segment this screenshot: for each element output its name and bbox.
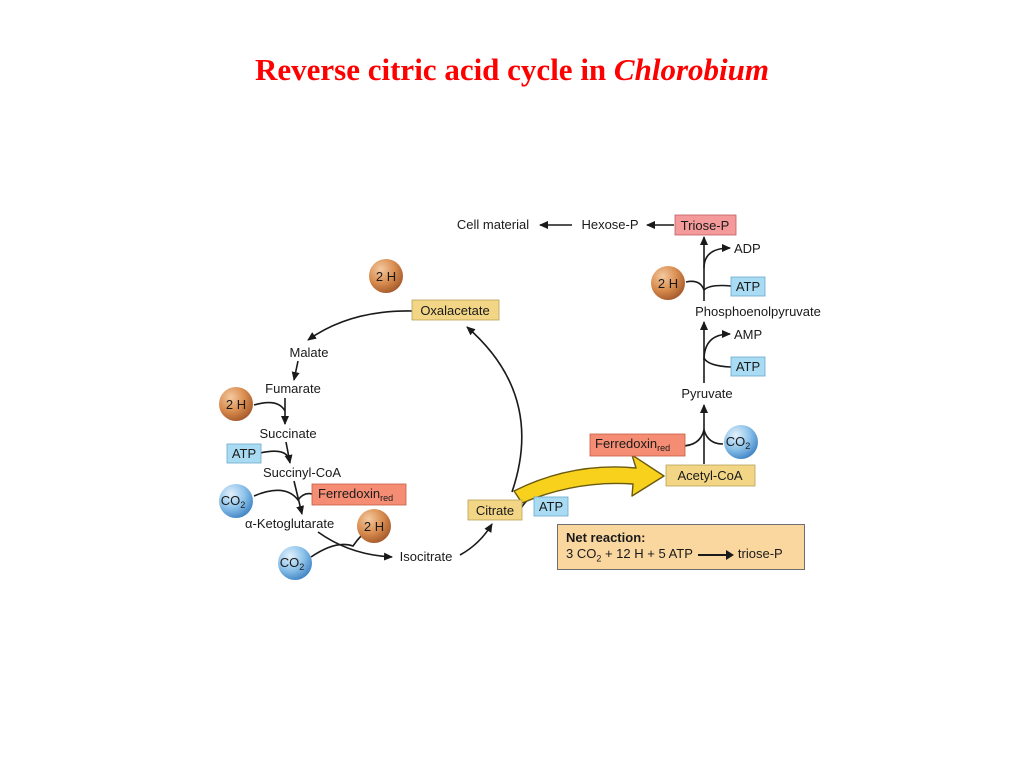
net-reaction-box: Net reaction: 3 CO2 + 12 H + 5 ATP trios…	[557, 524, 805, 570]
net-reaction-title: Net reaction:	[566, 530, 646, 545]
ferredoxin-box-cycle: Ferredoxinred	[311, 483, 407, 506]
label-succinate: Succinate	[259, 426, 316, 441]
label-succinyl-coa: Succinyl-CoA	[263, 465, 341, 480]
label-oxalacetate: Oxalacetate	[420, 303, 489, 318]
label-pep: Phosphoenolpyruvate	[695, 304, 821, 319]
arrow-2h-atp-input-triose	[685, 280, 732, 292]
arrow-amp-output	[703, 330, 731, 361]
label-pyruvate: Pyruvate	[681, 386, 732, 401]
label-hexose-p: Hexose-P	[581, 217, 638, 232]
svg-text:ATP: ATP	[736, 359, 760, 374]
atp-box-triose: ATP	[730, 276, 766, 297]
svg-text:ATP: ATP	[539, 499, 563, 514]
arrow-co2-ferredoxin-input	[253, 489, 313, 502]
atp-box-pyruvate: ATP	[730, 356, 766, 377]
arrow-ketoglutarate-to-isocitrate	[317, 531, 393, 561]
title-main: Reverse citric acid cycle in	[255, 52, 614, 87]
svg-text:CO2: CO2	[726, 434, 751, 451]
label-acetyl-coa: Acetyl-CoA	[677, 468, 742, 483]
label-ketoglutarate: α-Ketoglutarate	[245, 516, 334, 531]
arrow-atp-input-succinate	[259, 450, 289, 458]
label-fumarate: Fumarate	[265, 381, 321, 396]
co2-ball-isocitrate: CO2	[278, 546, 312, 580]
arrow-succinate-to-succinyl-coa	[284, 441, 293, 464]
big-arrow-citrate-to-acetyl-coa	[513, 454, 665, 504]
label-cell-material: Cell material	[457, 217, 529, 232]
svg-text:2 H: 2 H	[226, 397, 246, 412]
node-triose-p: Triose-P	[674, 214, 737, 236]
arrow-isocitrate-to-citrate	[459, 523, 493, 556]
svg-text:2 H: 2 H	[376, 269, 396, 284]
label-isocitrate: Isocitrate	[400, 549, 453, 564]
h-ball-isocitrate: 2 H	[357, 509, 391, 543]
atp-box-succinate: ATP	[226, 443, 262, 464]
label-amp: AMP	[734, 327, 762, 342]
arrow-oxalacetate-to-malate	[307, 310, 413, 341]
svg-text:2 H: 2 H	[658, 276, 678, 291]
h-ball-triose: 2 H	[651, 266, 685, 300]
atp-box-citrate: ATP	[533, 496, 569, 517]
arrow-malate-to-fumarate	[291, 360, 300, 381]
node-oxalacetate: Oxalacetate	[411, 299, 500, 321]
arrow-2h-co2-input-isocitrate	[310, 534, 363, 558]
arrow-ferredoxin-co2-input	[680, 426, 724, 447]
arrow-succinyl-coa-to-ketoglutarate	[293, 480, 305, 515]
svg-text:2 H: 2 H	[364, 519, 384, 534]
co2-ball-ketoglutarate: CO2	[219, 484, 253, 518]
node-acetyl-coa: Acetyl-CoA	[665, 464, 756, 487]
h-ball-top: 2 H	[369, 259, 403, 293]
svg-text:ATP: ATP	[736, 279, 760, 294]
ferredoxin-box-pathway: Ferredoxinred	[589, 433, 686, 457]
slide-title: Reverse citric acid cycle in Chlorobium	[0, 52, 1024, 88]
svg-text:CO2: CO2	[221, 493, 246, 510]
node-citrate: Citrate	[467, 499, 523, 521]
reaction-arrow-icon	[698, 549, 735, 560]
label-malate: Malate	[289, 345, 328, 360]
h-ball-fumarate: 2 H	[219, 387, 253, 421]
net-reaction-equation: 3 CO2 + 12 H + 5 ATP triose-P	[566, 546, 783, 564]
arrow-2h-input-fumarate	[253, 401, 286, 412]
svg-text:ATP: ATP	[232, 446, 256, 461]
co2-ball-pathway: CO2	[724, 425, 758, 459]
arrow-adp-output	[703, 244, 731, 269]
label-adp: ADP	[734, 241, 761, 256]
title-organism: Chlorobium	[613, 52, 769, 87]
arrow-citrate-to-oxalacetate	[466, 326, 523, 493]
svg-text:Ferredoxinred: Ferredoxinred	[595, 436, 670, 453]
arrow-atp-input-pyruvate	[703, 357, 732, 368]
svg-text:CO2: CO2	[280, 555, 305, 572]
label-triose-p: Triose-P	[681, 218, 730, 233]
label-citrate: Citrate	[476, 503, 514, 518]
svg-text:Ferredoxinred: Ferredoxinred	[318, 486, 393, 503]
